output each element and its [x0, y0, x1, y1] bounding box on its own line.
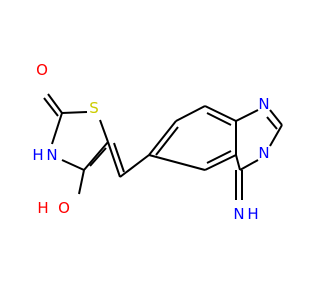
bond-s1-c5: [99, 119, 109, 143]
atom-label-imine-n: N: [233, 205, 244, 223]
bond-c5-methine: [107, 141, 121, 178]
atom-label-ho-h: H: [37, 199, 48, 217]
atom-label-imine-h: H: [247, 205, 258, 223]
bond-c2-o-carbonyl-double: [43, 97, 59, 117]
atom-label-o-carbonyl: O: [36, 61, 48, 79]
bond-c2-o-carbonyl: [47, 93, 63, 114]
bond-c7-c8: [175, 105, 206, 122]
bond-c6-c7-double: [155, 126, 179, 156]
atom-label-ho-o: O: [58, 199, 70, 217]
atom-labels: O H N S H O N N N H: [32, 61, 269, 223]
bond-n3q-c4q: [239, 159, 259, 171]
canvas-background: [0, 0, 300, 300]
bond-c5q-c6: [148, 154, 206, 171]
bond-c2-s1: [61, 111, 88, 114]
bond-c4a-c5q-double: [206, 150, 232, 164]
bonds: [43, 93, 283, 200]
bond-c4-c5: [83, 141, 109, 171]
bond-c4-c5-double: [89, 147, 107, 167]
bond-c4-oh: [78, 169, 85, 195]
molecule-structure: O H N S H O N N N H: [0, 0, 300, 300]
bond-n3-c4: [61, 159, 85, 171]
atom-label-n3-quinazoline: N: [258, 144, 269, 162]
bond-c6-c7: [148, 120, 177, 156]
bond-n1-c2q-double: [266, 116, 278, 130]
bond-c2q-n3q: [269, 124, 283, 147]
bond-n1-c2q: [269, 109, 283, 126]
bond-c4a-c5q: [204, 154, 237, 171]
bond-c4q-c4a: [235, 154, 241, 171]
atom-label-s: S: [89, 99, 99, 117]
atom-label-nh-n: N: [46, 146, 57, 164]
bond-c8-c8a: [204, 105, 237, 122]
atom-label-n1-quinazoline: N: [258, 95, 269, 113]
bond-c2-n3: [51, 112, 63, 145]
bond-c5-methine-double: [113, 142, 125, 173]
atom-label-nh-h: H: [32, 146, 43, 164]
bond-c8a-n1: [235, 109, 259, 122]
bond-c8-c8a-double: [206, 112, 232, 126]
bond-methine-c6: [119, 154, 150, 178]
